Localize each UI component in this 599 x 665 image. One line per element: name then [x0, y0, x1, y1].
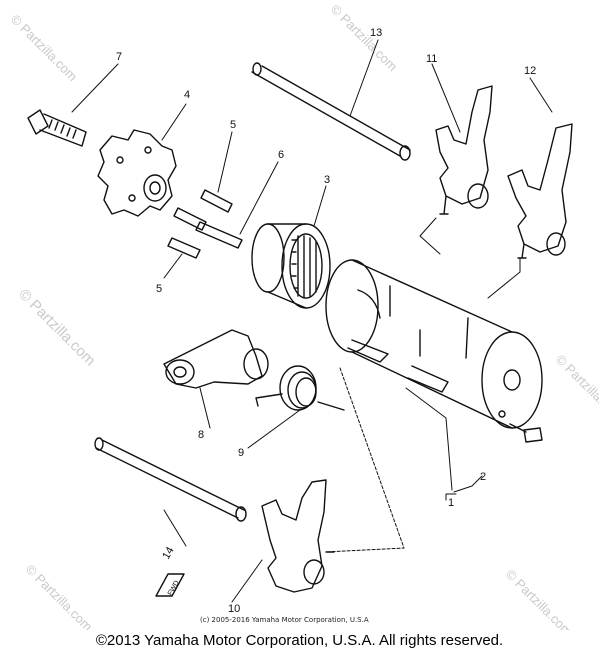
label-part-2: 2: [480, 471, 486, 483]
watermark-left: © Partzilla.com: [15, 286, 98, 369]
watermark-bottom-right: © Partzilla.com: [503, 567, 576, 630]
part-number-labels: 1 2 3 4 5 5 6 7 8 9 10 11 12 13 14: [116, 27, 536, 615]
label-part-7: 7: [116, 51, 122, 63]
part-6-pin: [195, 221, 243, 249]
label-part-8: 8: [198, 429, 204, 441]
label-part-11: 11: [426, 53, 437, 65]
inner-copyright: (c) 2005-2016 Yamaha Motor Corporation, …: [200, 616, 369, 624]
part-7-bolt: [27, 109, 87, 147]
part-14-rod: [94, 437, 247, 522]
label-part-9: 9: [238, 447, 244, 459]
footer-copyright: ©2013 Yamaha Motor Corporation, U.S.A. A…: [95, 632, 504, 649]
part-5-pin-lower: [167, 237, 201, 259]
label-part-14: 14: [160, 545, 177, 562]
part-13-rod: [251, 62, 411, 161]
watermark-bottom-left: © Partzilla.com: [23, 562, 96, 630]
watermark-right: © Partzilla.com: [553, 352, 599, 425]
part-4-cam-segment: [97, 129, 177, 217]
label-part-13: 13: [370, 27, 382, 39]
label-part-5-upper: 5: [230, 119, 236, 131]
label-part-4: 4: [184, 89, 190, 101]
watermarks: © Partzilla.com © Partzilla.com © Partzi…: [8, 2, 599, 630]
fwd-mark-icon: [155, 573, 185, 597]
part-12-shift-fork: [507, 123, 573, 259]
part-8-shift-arm: [163, 329, 269, 389]
part-11-shift-fork: [435, 85, 493, 215]
part-3-bearing: [251, 223, 331, 309]
part-2-screw: [509, 423, 543, 443]
watermark-top-mid: © Partzilla.com: [328, 2, 401, 75]
label-part-1: 1: [448, 497, 454, 509]
part-5-pins-upper: [173, 189, 233, 231]
label-part-6: 6: [278, 149, 284, 161]
part-9-spring: [255, 365, 345, 411]
label-part-12: 12: [524, 65, 536, 77]
label-part-10: 10: [228, 603, 240, 615]
exploded-parts-diagram: © Partzilla.com © Partzilla.com © Partzi…: [8, 2, 599, 630]
fwd-mark-text: FWD: [167, 580, 181, 597]
watermark-top-left: © Partzilla.com: [8, 12, 81, 85]
label-part-5-lower: 5: [156, 283, 162, 295]
part-10-shift-fork: [261, 479, 335, 593]
leader-lines: [71, 39, 553, 603]
part-1-shift-drum: [325, 259, 543, 429]
label-part-3: 3: [324, 174, 330, 186]
